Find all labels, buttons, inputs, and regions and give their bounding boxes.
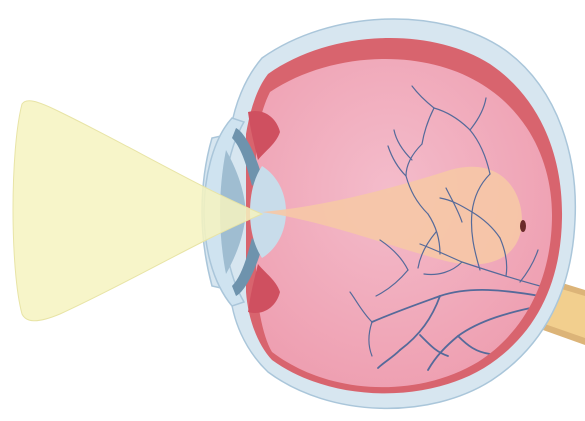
macula — [520, 220, 526, 232]
